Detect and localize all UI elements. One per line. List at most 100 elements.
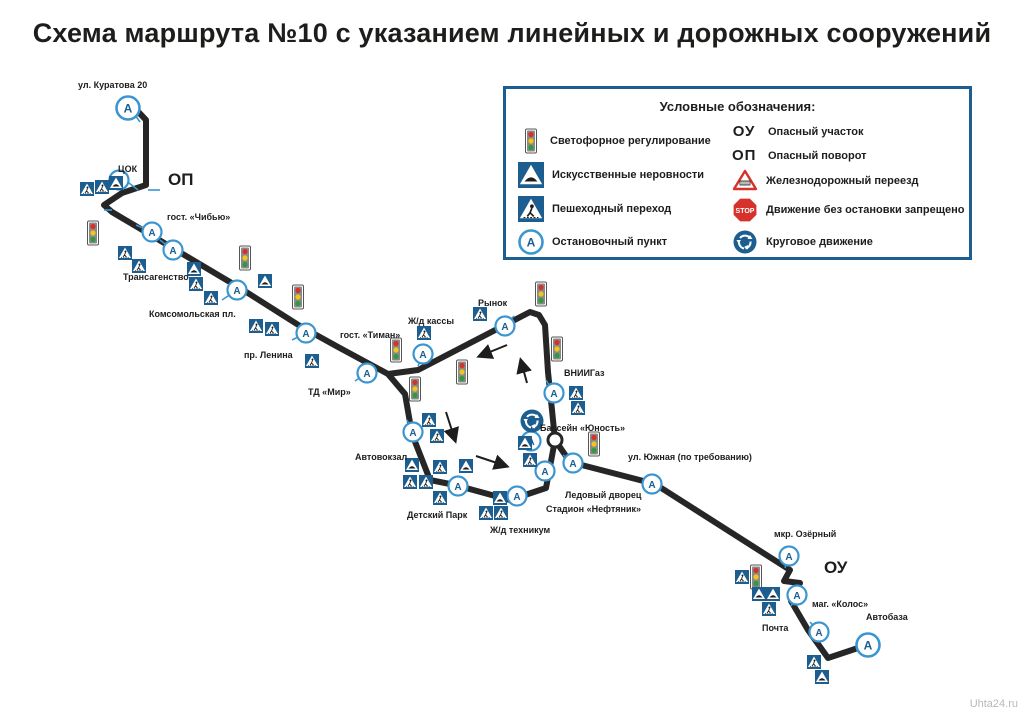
bus-stop-icon (494, 315, 516, 337)
pedestrian-crossing-icon (761, 601, 777, 617)
speed-bump-icon (187, 262, 201, 276)
stop-labels: ул. Куратова 20 ЦОК гост. «Чибью» Транса… (78, 80, 909, 633)
legend-item-pedestrian-crossing: Пешеходный переход (518, 196, 671, 222)
watermark: Uhta24.ru (969, 698, 1018, 710)
traffic-light-icon (535, 281, 547, 307)
traffic-light-icon (292, 284, 304, 310)
stop-label-lenina: пр. Ленина (244, 350, 294, 360)
stop-label-basseyn: Бассейн «Юность» (540, 423, 625, 433)
speed-bump-icon (459, 459, 473, 473)
stop-label-chibyu: гост. «Чибью» (167, 212, 230, 222)
legend-item-label: Остановочный пункт (552, 236, 668, 248)
stop-label-rynok: Рынок (478, 298, 508, 308)
stop-label-zhd-kassy: Ж/д кассы (407, 316, 454, 326)
speed-bump-icon (518, 436, 532, 450)
bus-stop-icon (141, 221, 163, 243)
pedestrian-crossing-icon (418, 474, 434, 490)
bus-stop-icon (778, 545, 800, 567)
route-line (101, 98, 870, 661)
dangerous-section-label: ОУ (824, 558, 848, 577)
stop-label-ledovy: Ледовый дворец (565, 490, 642, 500)
speed-bump-icon (109, 176, 123, 190)
bus-stop-icon (808, 621, 830, 643)
pedestrian-crossing-icon (79, 181, 95, 197)
bus-stop-icon (562, 452, 584, 474)
pedestrian-crossing-icon (304, 353, 320, 369)
pedestrian-crossing-icon (472, 306, 488, 322)
dangerous-turn-label: ОП (168, 170, 193, 189)
legend-item-label: Искусственные неровности (552, 169, 705, 181)
legend-item-speed-bump: Искусственные неровности (518, 162, 704, 188)
legend-item-label: Движение без остановки запрещено (766, 204, 965, 216)
stop-label-yuzhnaya: ул. Южная (по требованию) (628, 452, 752, 462)
pedestrian-crossing-icon (568, 385, 584, 401)
stop-label-avtobaza: Автобаза (866, 612, 909, 622)
legend-item-label: Светофорное регулирование (550, 135, 711, 147)
bus-stop-icon (543, 382, 565, 404)
pedestrian-crossing-icon (478, 505, 494, 521)
bus-stop-icon (506, 485, 528, 507)
legend-item-traffic-light: Светофорное регулирование (520, 127, 711, 155)
stop-label-zhd-tekhnikum: Ж/д техникум (489, 525, 551, 535)
pedestrian-crossing-icon (264, 321, 280, 337)
traffic-light-icon (588, 431, 600, 457)
legend-item-label: Круговое движение (766, 236, 873, 248)
speed-bump-icon (493, 491, 507, 505)
traffic-light-icon (409, 376, 421, 402)
legend-item-label: Железнодорожный переезд (766, 175, 919, 187)
bus-stop-icon (356, 362, 378, 384)
stop-label-transagentstvo: Трансагенство (123, 272, 189, 282)
pedestrian-crossing-icon (429, 428, 445, 444)
pedestrian-crossing-icon (522, 452, 538, 468)
bus-stop-icon (412, 343, 434, 365)
traffic-light-icon (750, 564, 762, 590)
stop-sign-icon (732, 197, 758, 223)
page-title: Схема маршрута №10 с указанием линейных … (32, 18, 992, 48)
stop-label-mir: ТД «Мир» (308, 387, 351, 397)
pedestrian-crossing-icon (131, 258, 147, 274)
stop-label-kolos: маг. «Колос» (812, 599, 868, 609)
speed-bump-icon (752, 587, 766, 601)
bus-stop-icon (534, 460, 556, 482)
pedestrian-crossing-icon (117, 245, 133, 261)
speed-bump-icon (766, 587, 780, 601)
traffic-light-icon (87, 220, 99, 246)
legend-item-bus-stop: Остановочный пункт (518, 229, 667, 255)
pedestrian-crossing-icon (188, 276, 204, 292)
speed-bump-icon (258, 274, 272, 288)
direction-arrows (443, 344, 532, 470)
traffic-light-icon (456, 359, 468, 385)
bus-stop-icon (162, 239, 184, 261)
stop-label-avtovokzal: Автовокзал (355, 452, 407, 462)
pedestrian-crossing-icon (432, 459, 448, 475)
stop-label-pochta: Почта (762, 623, 789, 633)
legend-title: Условные обозначения: (659, 99, 816, 114)
dangerous-turn-code: ОП (732, 147, 757, 164)
stop-label-tsok: ЦОК (118, 164, 138, 174)
traffic-light-icon (390, 337, 402, 363)
legend-item-dangerous-turn: ОП Опасный поворот (732, 147, 867, 164)
bus-stop-icon (518, 229, 544, 255)
pedestrian-crossing-icon (402, 474, 418, 490)
legend-item-label: Опасный участок (768, 125, 864, 138)
traffic-light-icon (525, 128, 537, 154)
roundabout-node (546, 431, 564, 449)
pedestrian-crossing-icon (203, 290, 219, 306)
stop-label-vniigaz: ВНИИГаз (564, 368, 605, 378)
pedestrian-crossing-icon (518, 196, 544, 222)
legend-item-label: Опасный поворот (768, 149, 867, 162)
pedestrian-crossing-icon (570, 400, 586, 416)
pedestrian-crossing-icon (806, 654, 822, 670)
pedestrian-crossing-icon (248, 318, 264, 334)
bus-stop-icon (226, 279, 248, 301)
traffic-light-icon (551, 336, 563, 362)
bus-stop-icon (855, 632, 881, 658)
roundabout-icon (732, 229, 758, 255)
bus-stop-icon (447, 475, 469, 497)
speed-bump-icon (815, 670, 829, 684)
bus-stop-icon (295, 322, 317, 344)
traffic-light-icon (239, 245, 251, 271)
stop-label-ozerny: мкр. Озёрный (774, 529, 836, 539)
bus-stop-icon (641, 473, 663, 495)
